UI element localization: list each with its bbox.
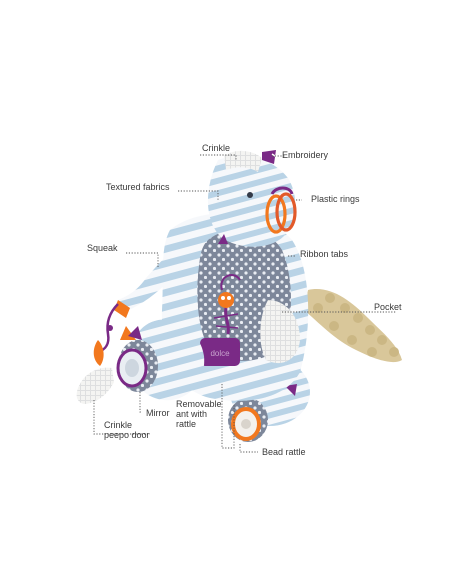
label-embroidery: Embroidery <box>282 150 329 160</box>
left-leg <box>76 319 205 404</box>
leader-removable-ant <box>221 384 235 449</box>
label-crinkle-peepo-door: Crinkle peepo door <box>104 420 150 440</box>
leader-bead-rattle <box>239 444 258 453</box>
label-bead-rattle: Bead rattle <box>262 447 306 457</box>
label-ribbon-tabs: Ribbon tabs <box>300 249 349 259</box>
ribbon-tabs-snout <box>93 303 119 366</box>
label-squeak: Squeak <box>87 243 118 253</box>
label-removable-ant: Removable ant with rattle <box>176 399 222 429</box>
leader-mirror <box>139 392 142 413</box>
leader-lines <box>93 154 396 453</box>
label-pocket: Pocket <box>374 302 402 312</box>
label-mirror: Mirror <box>146 408 170 418</box>
removable-ant: dolce <box>200 274 241 366</box>
leader-textured-fabrics <box>178 190 219 200</box>
label-textured-fabrics: Textured fabrics <box>106 182 170 192</box>
leader-crinkle-peepo-door <box>93 400 150 435</box>
label-plastic-rings: Plastic rings <box>311 194 360 204</box>
svg-text:dolce: dolce <box>210 349 230 358</box>
leader-crinkle <box>200 154 237 160</box>
leader-squeak <box>126 252 159 268</box>
label-crinkle: Crinkle <box>202 143 231 153</box>
head <box>207 150 297 247</box>
tail <box>304 289 402 363</box>
